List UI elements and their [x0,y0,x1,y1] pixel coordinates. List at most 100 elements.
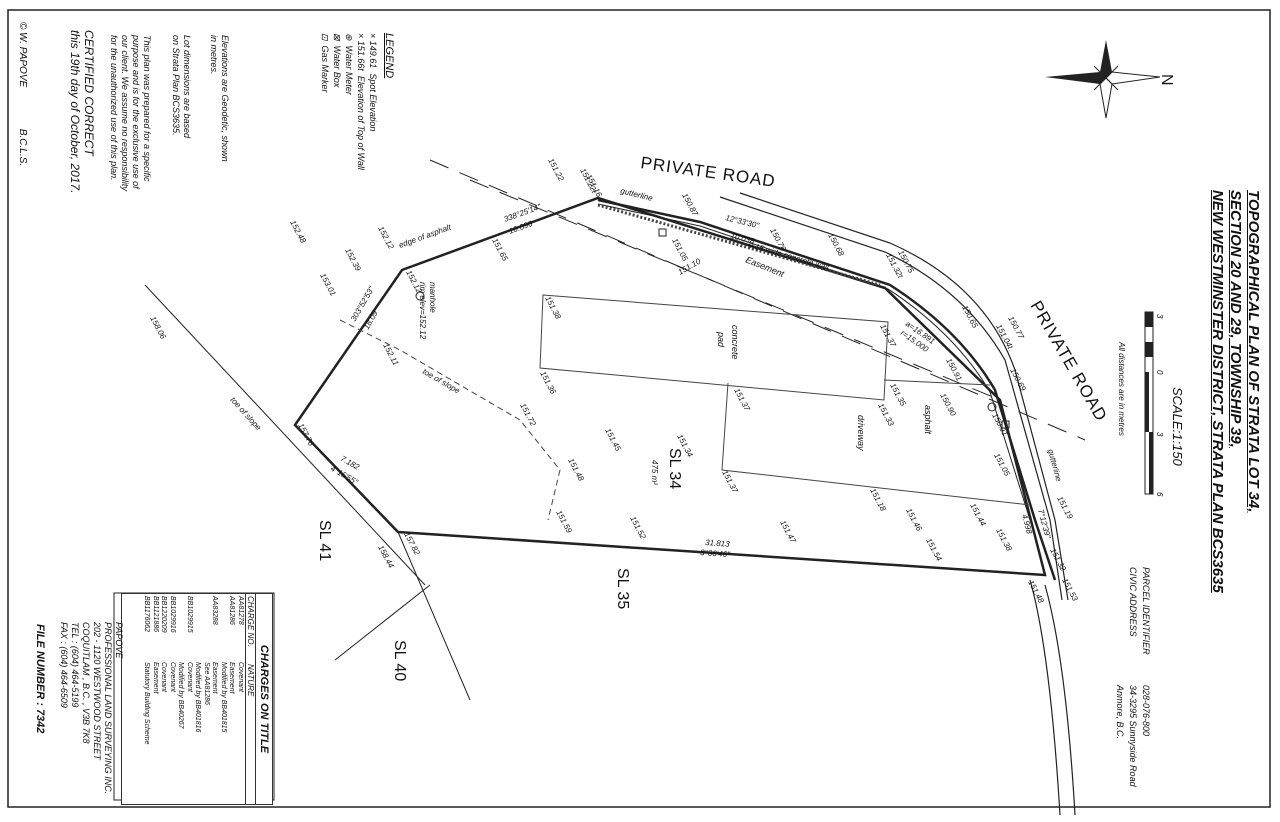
legend-value: × 149.61 [368,33,378,69]
lot-dimension-note: Lot dimensions are based on Strata Plan … [170,35,192,195]
spot-elevation: 151.33 [876,402,896,428]
firm-line: FAX : (604) 464-6509 [59,622,69,708]
civic-label: CIVIC ADDRESS [1128,567,1138,637]
sheet-border [7,9,1271,808]
spot-elevation: 151.05 [992,452,1012,478]
copyright-icon: © [17,22,28,30]
charge-nature: Covenant [237,662,244,692]
charges-col: CHARGE NO. [246,596,255,647]
charge-number: BB1121886 [152,596,159,633]
lot-34-boundary [293,196,1047,577]
charge-number: BB1029915 [186,596,193,633]
charge-nature: Covenant [160,662,168,692]
spot-elevation: 151.22 [546,157,566,183]
spot-elevation: 151.52 [628,515,648,541]
charge-nature: Modified by BB401815 [220,662,227,733]
spot-elevation: 158.06 [148,315,168,341]
spot-elevation: 151.18 [868,487,888,513]
water-box-icon [1001,420,1010,429]
bearing-label: 3°36'46" [700,548,732,559]
spot-elevation: 158.44 [376,544,396,570]
legend-value: × 151.66t [356,33,366,71]
spot-elevation: 157.82 [402,531,422,557]
sl34-area: 475 m² [650,460,659,485]
scale-bar [1144,311,1154,495]
note-line: This plan was prepared for a specific [142,35,152,182]
spot-elevation: 151.37 [732,387,752,413]
note-line: purpose and is for the exclusive use of [131,35,141,189]
lot-line [397,531,471,701]
sl41-label: SL 41 [316,520,333,561]
charge-row: See AA81286 [202,596,211,802]
charge-nature: See AA81286 [203,662,210,705]
charges-col: NATURE [246,664,255,697]
private-road-label: PRIVATE ROAD [1027,298,1111,425]
note-line: in metres. [209,35,219,75]
manhole-label: manhole [428,282,437,313]
title-line: TOPOGRAPHICAL PLAN OF STRATA LOT 34, [1245,190,1262,513]
title-line: SECTION 20 AND 29, TOWNSHIP 39, [1227,190,1244,448]
firm-line: COQUITLAM , B.C. , V3B 7K8 [81,622,91,744]
pad-edge [883,379,991,386]
spot-elevation: 151.37 [720,469,740,495]
title-line: NEW WESTMINSTER DISTRICT, STRATA PLAN BC… [1209,190,1226,593]
note-line: Lot dimensions are based [182,35,192,139]
charge-nature: Easement [211,662,219,694]
cert-date: this 19th day of October, 2017. [68,30,82,194]
legend-label: Spot Elevation [368,73,378,132]
scale-tick: 6 [1155,492,1164,497]
water-meter-icon [987,402,997,412]
charge-nature: Covenant [169,662,176,692]
spot-elevation: 151.47 [778,519,798,545]
lot-line [334,584,431,661]
spot-elevation: 150.87 [680,192,700,218]
concrete-wall [597,203,881,287]
toe-of-slope-label: toe of slope [229,395,264,432]
legend-label: Elevation of Top of Wall [356,75,366,170]
firm-line: 202 - 1120 WESTWOOD STREET [92,622,102,760]
charge-row: Modified by BB40267 [176,596,185,802]
spot-elevation: 151.48 [566,457,586,483]
bearing-label: 12°33'30" [725,213,762,230]
spot-elevation: 151.46 [904,507,924,533]
note-line: Elevations are Geodetic, shown [220,35,230,162]
charge-number: BB1220209 [160,596,168,633]
easement-label: Easement [744,255,786,280]
gas-marker-icon [658,228,667,237]
sl35-label: SL 35 [614,568,631,609]
certification: CERTIFIED CORRECT this 19th day of Octob… [68,30,96,260]
sl34-label: SL 34 [666,448,683,489]
driveway-label: driveway [856,415,866,451]
charge-number [202,596,211,656]
spot-elevation: 157.76 [296,422,316,448]
gas-marker-legend: Gas Marker [320,45,330,93]
gutterline-label: gutterline [620,186,655,203]
disclaimer-note: This plan was prepared for a specific pu… [108,35,152,255]
charge-nature: Modified by BB40267 [177,662,185,729]
manhole-icon [415,291,425,301]
lot-line [144,284,426,586]
civic-value: 34-3295 Sunnyside Road [1128,685,1138,787]
concrete-pad [539,294,889,401]
scale-tick: 0 [1155,370,1164,375]
file-number: FILE NUMBER : 7342 [34,624,46,734]
private-road-label: PRIVATE ROAD [639,153,776,191]
scale-tick: 3 [1155,314,1164,319]
charge-nature: Easement [152,662,159,694]
spot-elevation: 151.44 [968,502,988,528]
spot-elevation: 151.45 [603,427,623,453]
rim-elevation-label: rim elev=152.12 [418,282,427,340]
north-label: N [1158,74,1175,86]
spot-elevation: 150.65 [960,304,980,330]
charge-number [176,596,185,656]
north-arrow-icon [1045,40,1161,119]
